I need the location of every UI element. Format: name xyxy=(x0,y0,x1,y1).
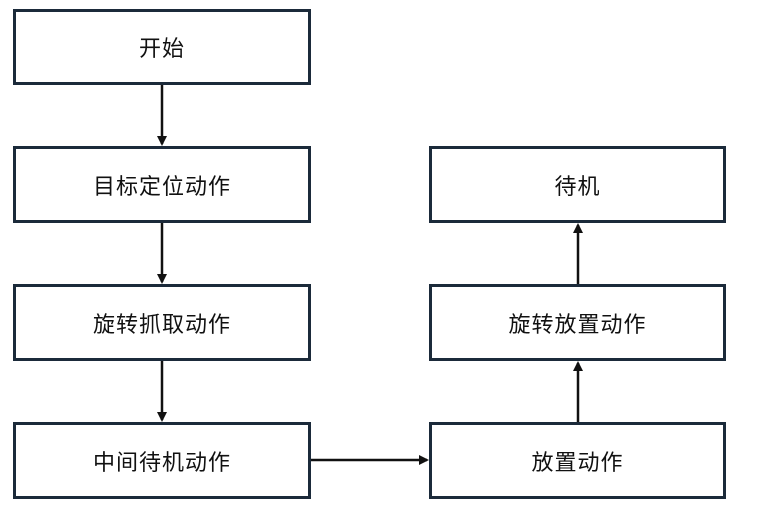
node-rotate-place: 旋转放置动作 xyxy=(429,284,726,361)
node-place-label: 放置动作 xyxy=(531,450,624,476)
node-place: 放置动作 xyxy=(429,422,726,499)
node-start-label: 开始 xyxy=(138,37,185,62)
node-rotate-grab: 旋转抓取动作 xyxy=(13,284,311,361)
node-middle-standby: 中间待机动作 xyxy=(13,422,311,499)
node-target-locate-label: 目标定位动作 xyxy=(92,174,231,200)
node-start: 开始 xyxy=(13,9,311,85)
node-middle-standby-label: 中间待机动作 xyxy=(92,450,231,476)
node-rotate-grab-label: 旋转抓取动作 xyxy=(92,312,231,338)
node-standby: 待机 xyxy=(429,146,726,223)
node-rotate-place-label: 旋转放置动作 xyxy=(508,312,647,338)
node-standby-label: 待机 xyxy=(554,174,601,200)
node-target-locate: 目标定位动作 xyxy=(13,146,311,223)
